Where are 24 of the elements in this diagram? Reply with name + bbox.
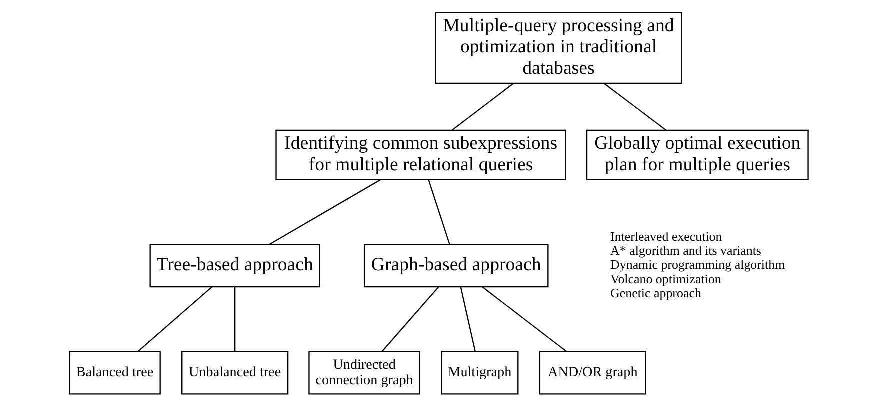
- node-label: Genetic approach: [610, 285, 702, 300]
- connector: [452, 83, 514, 131]
- node-box: Tree-based approach: [150, 244, 320, 288]
- node-box: Graph-based approach: [364, 244, 549, 288]
- connector: [604, 83, 666, 131]
- node-box: Balanced tree: [69, 351, 161, 395]
- node-box: Multiple-query processing and optimization in traditional databases: [435, 12, 682, 84]
- connector: [428, 180, 450, 245]
- node-box: Multigraph: [441, 351, 519, 395]
- node-label: Interleaved execution: [610, 228, 722, 244]
- connector: [382, 286, 440, 352]
- connector: [234, 287, 236, 352]
- node-box: AND/OR graph: [539, 351, 646, 395]
- node-label: Dynamic programming algorithm: [610, 257, 786, 272]
- connector: [460, 287, 476, 352]
- connector: [138, 286, 212, 352]
- node-box: Unbalanced tree: [182, 351, 289, 395]
- node-box: Undirected connection graph: [308, 351, 420, 395]
- connector: [482, 286, 567, 352]
- node-box: Globally optimal execution plan for multiple queries: [586, 130, 809, 181]
- node-label: Volcano optimization: [610, 271, 722, 286]
- node-label: A* algorithm and its variants: [610, 243, 762, 258]
- connector: [269, 180, 381, 246]
- node-box: Identifying common subexpressions for multiple relational queries: [276, 130, 566, 181]
